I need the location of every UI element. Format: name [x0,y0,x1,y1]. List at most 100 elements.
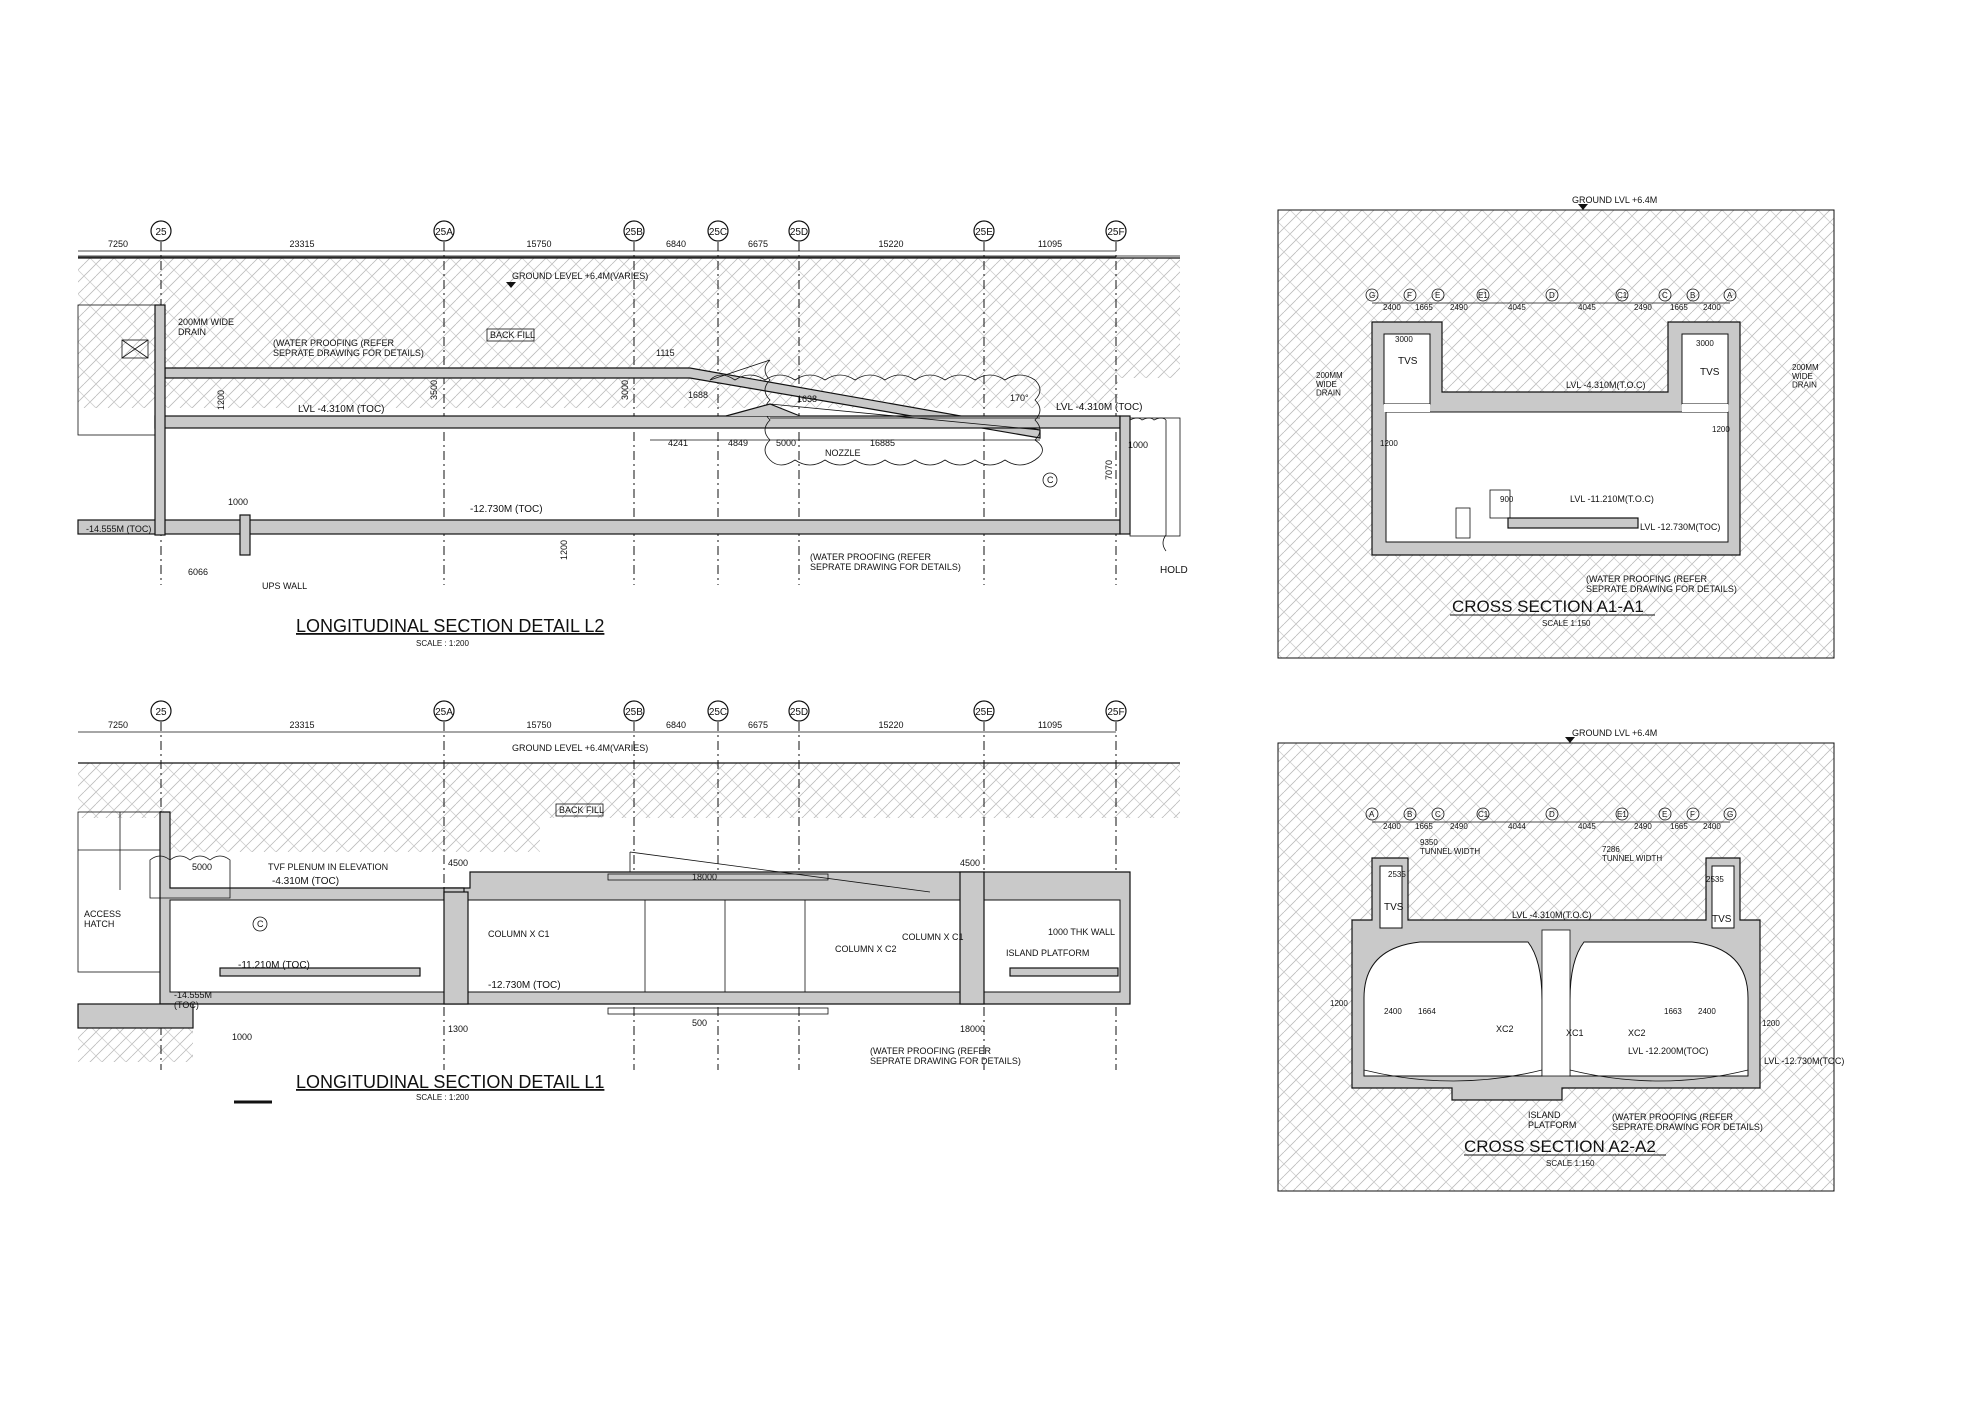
svg-text:LONGITUDINAL SECTION DETAIL L2: LONGITUDINAL SECTION DETAIL L2 [296,616,604,636]
svg-text:BACK FILL: BACK FILL [490,330,535,340]
svg-text:25A: 25A [435,227,453,238]
svg-text:4045: 4045 [1508,303,1526,312]
svg-text:C: C [257,919,264,929]
svg-text:2490: 2490 [1450,822,1468,831]
grid-row-l1: 25 25A 25B 25C 25D 25E 25F 7250 23315 15… [78,700,1127,733]
svg-text:11095: 11095 [1038,239,1062,249]
svg-text:6675: 6675 [748,720,768,730]
svg-text:25D: 25D [790,707,808,718]
svg-text:B: B [1690,291,1695,300]
svg-text:6840: 6840 [666,239,686,249]
svg-text:25B: 25B [625,707,643,718]
longitudinal-section-l2: 25 25A 25B 25C 25D 25E 25F 7250 23315 15… [77,220,1188,648]
svg-text:2535: 2535 [1706,875,1724,884]
svg-text:1200: 1200 [559,540,569,560]
svg-text:6675: 6675 [748,239,768,249]
svg-text:-4.310M (TOC): -4.310M (TOC) [272,876,339,887]
svg-text:4045: 4045 [1578,822,1596,831]
svg-text:15220: 15220 [878,239,903,249]
svg-text:1664: 1664 [1418,1007,1436,1016]
svg-text:25C: 25C [709,707,727,718]
longitudinal-section-l1: 25 25A 25B 25C 25D 25E 25F 7250 23315 15… [77,700,1180,1104]
grid-row-l2: 25 25A 25B 25C 25D 25E 25F 7250 23315 15… [78,220,1127,258]
svg-text:25E: 25E [975,707,993,718]
svg-text:1300: 1300 [448,1024,468,1034]
svg-text:D: D [1549,810,1555,819]
svg-text:6066: 6066 [188,567,208,577]
svg-text:1000: 1000 [1128,440,1148,450]
svg-text:TVS: TVS [1398,356,1418,367]
svg-text:25F: 25F [1107,707,1124,718]
svg-text:2400: 2400 [1384,1007,1402,1016]
svg-text:LVL -12.200M(TOC): LVL -12.200M(TOC) [1628,1046,1708,1056]
svg-text:LVL -12.730M(TOC): LVL -12.730M(TOC) [1764,1056,1844,1066]
svg-text:E: E [1435,291,1440,300]
svg-text:COLUMN X C1: COLUMN X C1 [902,932,964,942]
svg-text:E1: E1 [1617,810,1627,819]
svg-text:XC1: XC1 [1566,1028,1584,1038]
svg-text:SCALE 1:150: SCALE 1:150 [1546,1159,1595,1168]
svg-text:2400: 2400 [1383,303,1401,312]
svg-text:BACK FILL: BACK FILL [559,805,604,815]
svg-text:COLUMN X C2: COLUMN X C2 [835,944,897,954]
cross-section-a2: GROUND LVL +6.4M A B C C1 D E1 E F G 240… [1277,728,1844,1192]
svg-text:15750: 15750 [526,239,551,249]
svg-text:C1: C1 [1617,291,1628,300]
svg-text:1665: 1665 [1670,822,1688,831]
svg-text:4241: 4241 [668,438,688,448]
svg-text:25B: 25B [625,227,643,238]
svg-text:2535: 2535 [1388,870,1406,879]
svg-text:1663: 1663 [1664,1007,1682,1016]
svg-text:5000: 5000 [776,438,796,448]
svg-text:ISLAND PLATFORM: ISLAND PLATFORM [1006,948,1089,958]
svg-text:18000: 18000 [692,872,717,882]
svg-text:C1: C1 [1478,810,1489,819]
grid-marker-25 [150,220,172,242]
svg-text:LVL -12.730M(TOC): LVL -12.730M(TOC) [1640,522,1720,532]
svg-text:3000: 3000 [620,380,630,400]
svg-text:1115: 1115 [656,348,675,358]
svg-text:-14.555M (TOC): -14.555M (TOC) [86,524,151,534]
svg-text:E: E [1662,810,1667,819]
svg-text:LONGITUDINAL SECTION DETAIL L1: LONGITUDINAL SECTION DETAIL L1 [296,1072,604,1092]
svg-text:-14.555M(TOC): -14.555M(TOC) [174,990,212,1010]
svg-text:6840: 6840 [666,720,686,730]
svg-text:2490: 2490 [1450,303,1468,312]
svg-text:GROUND LEVEL +6.4M(VARIES): GROUND LEVEL +6.4M(VARIES) [512,743,648,753]
svg-text:LVL -4.310M(T.O.C): LVL -4.310M(T.O.C) [1566,380,1646,390]
svg-text:11095: 11095 [1038,720,1062,730]
svg-text:CROSS SECTION A1-A1: CROSS SECTION A1-A1 [1452,597,1644,616]
svg-text:5000: 5000 [192,862,212,872]
svg-text:TVS: TVS [1700,367,1720,378]
svg-text:25C: 25C [709,227,727,238]
a2-grid: A B C C1 D E1 E F G 2400 1665 2490 4044 … [1365,807,1737,831]
svg-text:1000: 1000 [232,1032,252,1042]
svg-text:2490: 2490 [1634,822,1652,831]
svg-text:SCALE 1:150: SCALE 1:150 [1542,619,1591,628]
svg-text:7250: 7250 [108,720,128,730]
svg-text:25D: 25D [790,227,808,238]
svg-text:1638: 1638 [797,394,817,404]
svg-text:CROSS SECTION A2-A2: CROSS SECTION A2-A2 [1464,1137,1656,1156]
svg-text:500: 500 [692,1018,707,1028]
svg-text:E1: E1 [1478,291,1488,300]
svg-text:COLUMN X C1: COLUMN X C1 [488,929,550,939]
svg-text:-11.210M (TOC): -11.210M (TOC) [238,960,310,971]
svg-text:GROUND LVL +6.4M: GROUND LVL +6.4M [1572,195,1657,205]
svg-text:15220: 15220 [878,720,903,730]
svg-text:4849: 4849 [728,438,748,448]
svg-text:25F: 25F [1107,227,1124,238]
svg-text:1200: 1200 [1330,999,1348,1008]
svg-text:170°: 170° [1010,393,1029,403]
svg-text:1200: 1200 [1762,1019,1780,1028]
svg-text:GROUND LEVEL +6.4M(VARIES): GROUND LEVEL +6.4M(VARIES) [512,271,648,281]
svg-text:2400: 2400 [1698,1007,1716,1016]
svg-text:23315: 23315 [289,239,314,249]
